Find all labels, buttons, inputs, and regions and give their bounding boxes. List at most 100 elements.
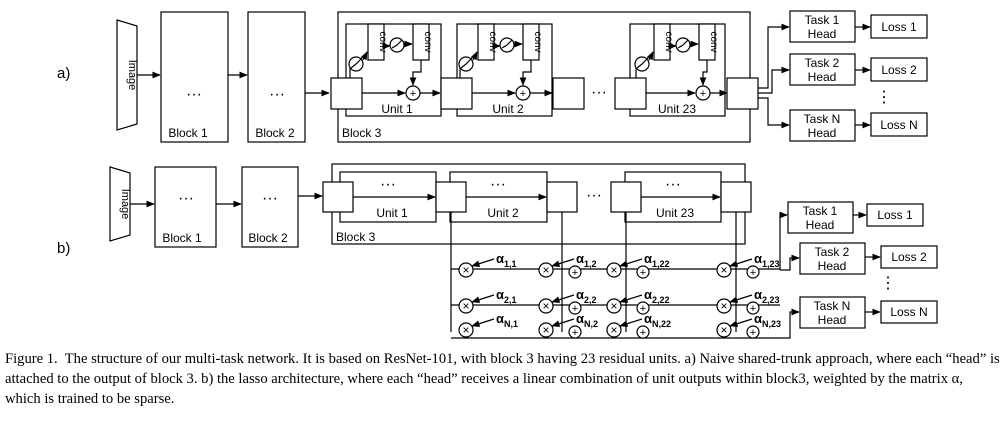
loss1-a (870, 14, 928, 39)
times-symbol: × (462, 323, 469, 337)
alpha-subscript: N,22 (652, 319, 671, 329)
unit23-label-a: Unit 23 (658, 102, 696, 116)
unit1-a (345, 23, 442, 117)
conv-layer (477, 23, 495, 61)
multiply-icon (606, 262, 622, 278)
task-head-line1: Task 2 (805, 56, 840, 70)
plus-symbol: + (640, 327, 646, 339)
alpha-weight: α2,1 (496, 287, 517, 305)
caption-label: Figure 1. (5, 351, 58, 367)
alpha-subscript: N,23 (762, 319, 781, 329)
task-head-line1: Task 1 (803, 204, 838, 218)
block2-label-a: Block 2 (255, 126, 295, 140)
task-head-line2: Head (818, 259, 847, 273)
figure-caption: Figure 1. The structure of our multi-tas… (5, 349, 1000, 409)
plus-symbol: + (640, 303, 646, 315)
loss1-label-a: Loss 1 (881, 20, 917, 34)
block1-a (160, 11, 229, 143)
add-icon (636, 265, 650, 279)
unit-node (435, 181, 467, 213)
caption-text: The structure of our multi-task network.… (5, 351, 1000, 407)
unit23-label-b: Unit 23 (656, 206, 694, 220)
multiply-icon (606, 322, 622, 338)
plus-symbol: + (750, 327, 756, 339)
vdots: ⋮ (880, 275, 896, 292)
ellipsis: ··· (380, 176, 396, 193)
multiply-icon (716, 298, 732, 314)
add-icon (568, 325, 582, 339)
block1-label-a: Block 1 (168, 126, 208, 140)
task1-head-b (787, 201, 854, 234)
task-head-line1: Task 1 (805, 13, 840, 27)
times-symbol: × (610, 323, 617, 337)
unit2-label-b: Unit 2 (487, 206, 519, 220)
block1-b (154, 166, 217, 248)
alpha-subscript: 1,1 (504, 259, 517, 269)
block2-a (247, 11, 306, 143)
multiply-icon (716, 262, 732, 278)
task-head-line2: Head (818, 313, 847, 327)
alpha-subscript: N,1 (504, 319, 518, 329)
alpha-weight: α2,22 (644, 287, 670, 305)
task-head-line1: Task 2 (815, 245, 850, 259)
unit-node (720, 181, 752, 213)
head-connector (780, 254, 800, 271)
alpha-weight: α1,22 (644, 251, 670, 269)
multiply-icon (606, 298, 622, 314)
task-head-line1: Task N (814, 299, 851, 313)
task2-head-b (799, 242, 866, 275)
task-head-line2: Head (808, 27, 837, 41)
loss2-label-a: Loss 2 (881, 63, 917, 77)
alpha-arrow (551, 318, 575, 327)
block3-label-a: Block 3 (342, 126, 382, 140)
conv-label: conv (422, 31, 433, 52)
ellipsis: ··· (490, 176, 506, 193)
add-icon (636, 325, 650, 339)
alpha-arrow (729, 258, 753, 267)
multiply-icon (538, 322, 554, 338)
lossn-label-b: Loss N (890, 305, 927, 319)
alpha-arrow (471, 258, 495, 267)
architecture-diagram: a) Image ··· Block 1 ··· Block 2 Block 3… (57, 10, 938, 339)
unit1-label-a: Unit 1 (381, 102, 413, 116)
conv-label: conv (532, 31, 543, 52)
conv-label: conv (663, 31, 674, 52)
head-connector (779, 211, 788, 270)
image-label-b: Image (119, 189, 131, 220)
alpha-weight: α1,23 (754, 251, 780, 269)
multiply-icon (458, 262, 474, 278)
loss2-b (880, 245, 938, 269)
ellipsis: ··· (269, 86, 285, 103)
block2-b (241, 166, 299, 248)
alpha-arrow (551, 294, 575, 303)
times-symbol: × (720, 299, 727, 313)
alpha-weight: αN,23 (754, 311, 781, 329)
image-label-a: Image (126, 60, 138, 91)
times-symbol: × (542, 263, 549, 277)
plus-symbol: + (572, 303, 578, 315)
unit2-a (456, 23, 553, 117)
unit23-a (629, 23, 726, 117)
times-symbol: × (610, 263, 617, 277)
block2-label-b: Block 2 (248, 231, 288, 245)
lossn-b (880, 300, 938, 324)
multiply-icon (538, 298, 554, 314)
unit1-label-b: Unit 1 (376, 206, 408, 220)
alpha-subscript: 2,22 (652, 295, 670, 305)
alpha-arrow (471, 318, 495, 327)
unit-node (726, 77, 759, 110)
task-head-line2: Head (806, 218, 835, 232)
times-symbol: × (462, 299, 469, 313)
vdots: ⋮ (876, 89, 892, 106)
ellipsis: ··· (591, 84, 607, 101)
add-icon (568, 265, 582, 279)
alpha-weight: αN,22 (644, 311, 671, 329)
unit-node (440, 77, 473, 110)
times-symbol: × (542, 323, 549, 337)
alpha-weight: αN,1 (496, 311, 518, 329)
alpha-subscript: 2,1 (504, 295, 517, 305)
alpha-weight: αN,2 (576, 311, 598, 329)
alpha-subscript: 1,2 (584, 259, 597, 269)
unit-node (614, 77, 647, 110)
